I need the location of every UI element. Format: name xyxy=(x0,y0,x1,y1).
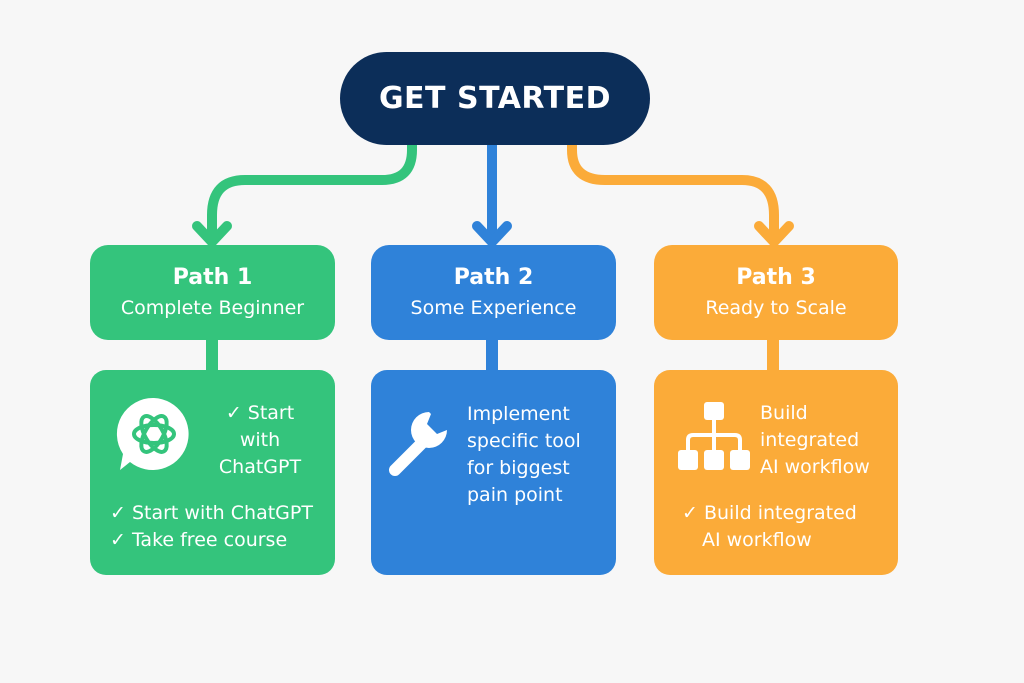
path-1-header[interactable]: Path 1 Complete Beginner xyxy=(90,245,335,340)
connector-path-3 xyxy=(567,135,779,245)
connector-path-1 xyxy=(207,135,417,245)
chatgpt-logo-icon xyxy=(116,397,189,470)
path-1-card: ✓ Start with ChatGPT ✓ Start with ChatGP… xyxy=(90,370,335,575)
path-2-text-line: for biggest xyxy=(467,457,570,479)
path-3-icon-text-line: AI workflow xyxy=(760,456,870,478)
path-3-card: Build integrated AI workflow ✓ Build int… xyxy=(654,370,898,575)
link-3 xyxy=(767,338,779,372)
path-2-text-line: specific tool xyxy=(467,430,581,452)
get-started-label: GET STARTED xyxy=(378,81,612,116)
path-2-subtitle: Some Experience xyxy=(410,296,577,319)
arrow-head-path-1 xyxy=(192,221,232,247)
path-1-item: ✓ Start with ChatGPT xyxy=(110,502,313,524)
link-1 xyxy=(206,338,218,372)
path-1-icon-text-line: ✓ Start xyxy=(225,402,295,424)
path-3-item: AI workflow xyxy=(702,529,812,551)
get-started-button[interactable]: GET STARTED xyxy=(340,52,650,145)
arrow-head-path-2 xyxy=(472,221,512,247)
wrench-icon xyxy=(389,412,447,476)
path-3-header[interactable]: Path 3 Ready to Scale xyxy=(654,245,898,340)
path-3-icon-text-line: Build xyxy=(760,402,808,424)
path-1-item: ✓ Take free course xyxy=(110,529,288,551)
path-1-title: Path 1 xyxy=(172,264,253,290)
path-1-subtitle: Complete Beginner xyxy=(120,296,305,319)
path-1-icon-text-line: with xyxy=(239,429,281,451)
path-3-subtitle: Ready to Scale xyxy=(705,296,847,319)
path-2-header[interactable]: Path 2 Some Experience xyxy=(371,245,616,340)
workflow-hierarchy-icon xyxy=(678,402,750,470)
link-2 xyxy=(486,338,498,372)
path-3-item: ✓ Build integrated xyxy=(682,502,857,524)
path-2-card: Implement specific tool for biggest pain… xyxy=(371,370,616,575)
path-3-title: Path 3 xyxy=(736,264,816,290)
arrow-head-path-3 xyxy=(754,221,794,247)
path-2-text-line: pain point xyxy=(467,484,563,506)
path-1-icon-text-line: ChatGPT xyxy=(218,456,302,478)
path-2-text-line: Implement xyxy=(467,403,570,425)
path-2-title: Path 2 xyxy=(453,264,534,290)
path-3-icon-text-line: integrated xyxy=(760,429,860,451)
